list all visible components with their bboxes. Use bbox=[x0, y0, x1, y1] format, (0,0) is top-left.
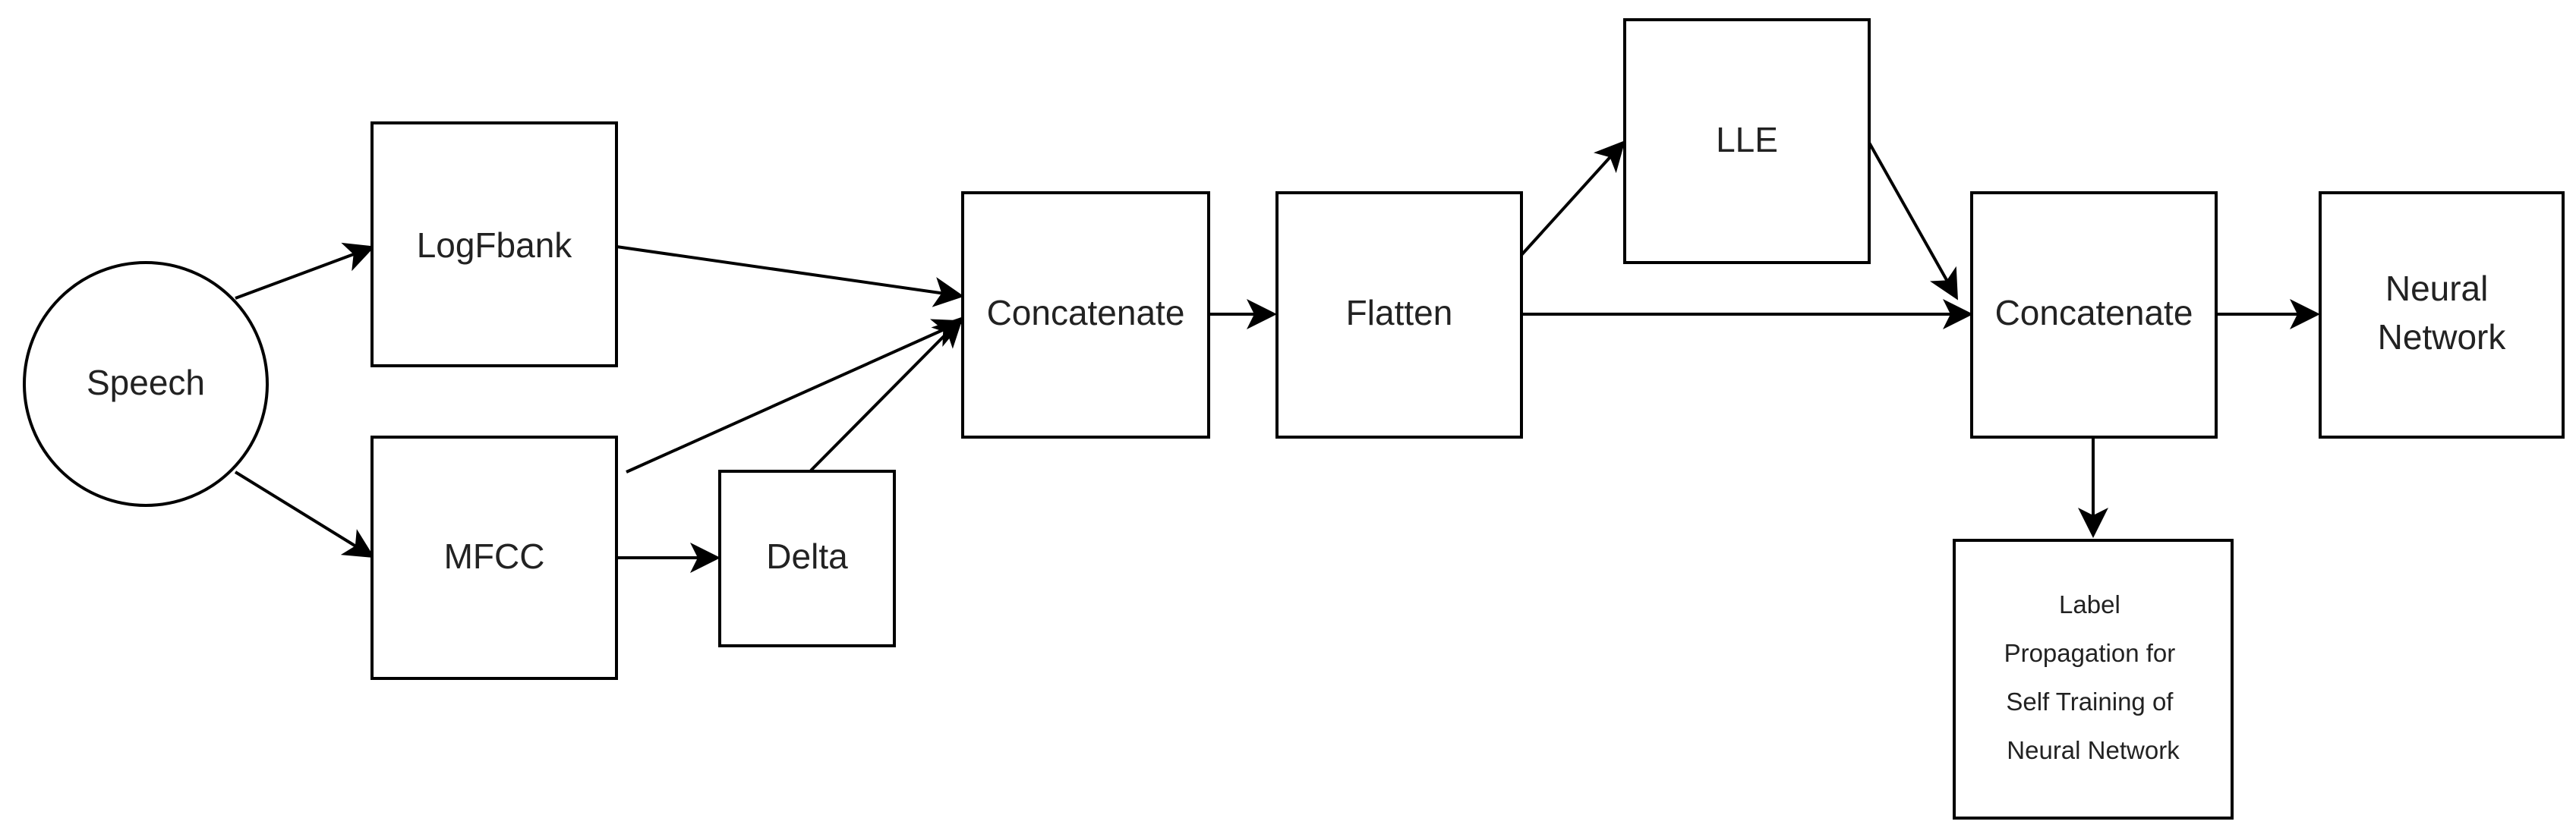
edge-logfbank-concat1 bbox=[616, 245, 964, 307]
node-concatenate-2-label: Concatenate bbox=[1995, 293, 2193, 332]
node-flatten-label: Flatten bbox=[1346, 293, 1453, 332]
node-speech: Speech bbox=[23, 261, 269, 507]
node-delta-label: Delta bbox=[766, 537, 848, 576]
node-mfcc: MFCC bbox=[370, 436, 618, 680]
node-neural-network-label: Neural Network bbox=[2378, 269, 2507, 357]
node-concatenate-1: Concatenate bbox=[961, 191, 1210, 439]
node-neural-network: Neural Network bbox=[2319, 191, 2565, 439]
node-label-propagation-line-3: Self Training of bbox=[2006, 688, 2174, 716]
node-label-propagation-label: Label Propagation for Self Training of N… bbox=[2004, 590, 2183, 764]
node-concatenate-1-label: Concatenate bbox=[987, 293, 1185, 332]
edge-speech-logfbank bbox=[235, 242, 375, 300]
edges-layer bbox=[234, 140, 2320, 573]
node-neural-network-line-2: Network bbox=[2378, 317, 2507, 357]
node-flatten: Flatten bbox=[1275, 191, 1523, 439]
edge-mfcc-concat1 bbox=[626, 319, 964, 474]
node-logfbank-label: LogFbank bbox=[417, 225, 573, 265]
node-logfbank: LogFbank bbox=[370, 121, 618, 367]
node-delta: Delta bbox=[718, 470, 896, 647]
edge-speech-mfcc bbox=[234, 471, 375, 559]
node-mfcc-label: MFCC bbox=[444, 537, 545, 576]
node-lle-label: LLE bbox=[1716, 120, 1778, 159]
edge-delta-concat1 bbox=[809, 316, 963, 472]
edge-flatten-lle bbox=[1520, 140, 1625, 256]
edge-lle-concat2 bbox=[1868, 142, 1958, 301]
node-label-propagation-line-2: Propagation for bbox=[2004, 639, 2176, 667]
node-lle: LLE bbox=[1623, 18, 1871, 264]
node-label-propagation-line-4: Neural Network bbox=[2007, 736, 2180, 764]
node-neural-network-line-1: Neural bbox=[2385, 269, 2489, 308]
node-label-propagation-line-1: Label bbox=[2059, 590, 2120, 618]
node-label-propagation: Label Propagation for Self Training of N… bbox=[1953, 539, 2234, 820]
node-concatenate-2: Concatenate bbox=[1970, 191, 2218, 439]
node-speech-label: Speech bbox=[87, 363, 205, 402]
